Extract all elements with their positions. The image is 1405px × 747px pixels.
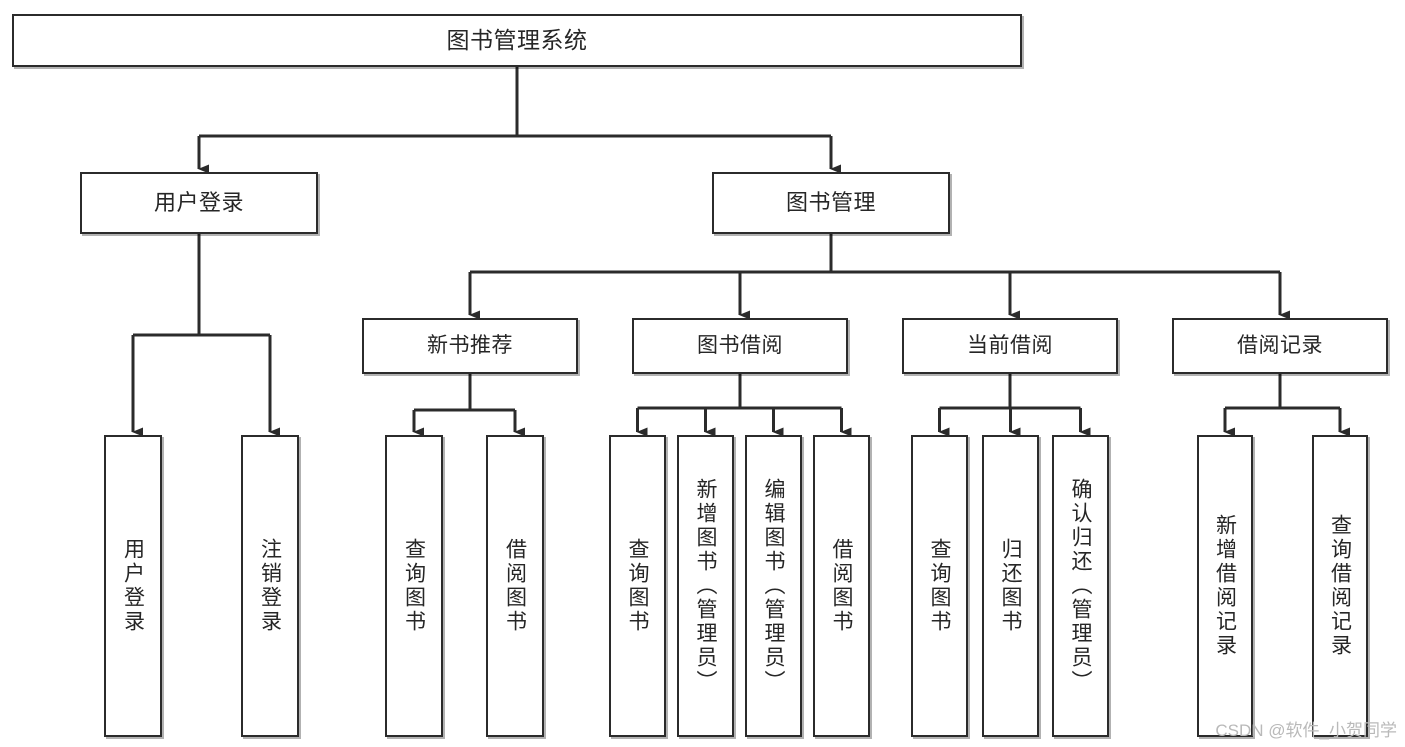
- node-l-qbook3[interactable]: 查询图书: [911, 435, 968, 737]
- node-label: 借阅图书: [503, 538, 527, 634]
- watermark-text: CSDN @软件_小贺同学: [1215, 721, 1397, 740]
- node-root[interactable]: 图书管理系统: [12, 14, 1022, 67]
- node-bookmgmt[interactable]: 图书管理: [712, 172, 950, 234]
- node-label: 编辑图书（管理员）: [762, 478, 785, 694]
- node-l-qbook1[interactable]: 查询图书: [385, 435, 443, 737]
- node-label: 注销登录: [258, 538, 282, 634]
- node-l-bbook1[interactable]: 借阅图书: [486, 435, 544, 737]
- node-l-bbook2[interactable]: 借阅图书: [813, 435, 870, 737]
- node-l-confirm[interactable]: 确认归还（管理员）: [1052, 435, 1109, 737]
- node-newbook[interactable]: 新书推荐: [362, 318, 578, 374]
- node-label: 图书管理系统: [446, 26, 588, 53]
- node-label: 查询图书: [928, 538, 951, 634]
- node-label: 图书管理: [785, 190, 876, 216]
- node-l-addbook[interactable]: 新增图书（管理员）: [677, 435, 734, 737]
- node-label: 确认归还（管理员）: [1069, 478, 1092, 694]
- node-label: 新增借阅记录: [1213, 514, 1237, 658]
- node-label: 查询图书: [402, 538, 426, 634]
- node-label: 图书借阅: [697, 333, 783, 357]
- node-l-return[interactable]: 归还图书: [982, 435, 1039, 737]
- node-label: 借阅图书: [830, 538, 853, 634]
- node-l-logout[interactable]: 注销登录: [241, 435, 299, 737]
- node-current[interactable]: 当前借阅: [902, 318, 1118, 374]
- node-l-qbook2[interactable]: 查询图书: [609, 435, 666, 737]
- node-label: 新增图书（管理员）: [694, 478, 717, 694]
- node-label: 借阅记录: [1237, 333, 1323, 357]
- node-l-login[interactable]: 用户登录: [104, 435, 162, 737]
- node-label: 当前借阅: [967, 333, 1053, 357]
- node-l-qrec[interactable]: 查询借阅记录: [1312, 435, 1368, 737]
- node-label: 查询借阅记录: [1328, 514, 1352, 658]
- node-label: 新书推荐: [427, 333, 513, 357]
- node-login[interactable]: 用户登录: [80, 172, 318, 234]
- node-l-editbook[interactable]: 编辑图书（管理员）: [745, 435, 802, 737]
- node-label: 用户登录: [121, 538, 145, 634]
- node-label: 查询图书: [626, 538, 649, 634]
- node-label: 用户登录: [153, 190, 244, 216]
- node-l-addrec[interactable]: 新增借阅记录: [1197, 435, 1253, 737]
- node-borrow[interactable]: 图书借阅: [632, 318, 848, 374]
- node-label: 归还图书: [999, 538, 1022, 634]
- node-records[interactable]: 借阅记录: [1172, 318, 1388, 374]
